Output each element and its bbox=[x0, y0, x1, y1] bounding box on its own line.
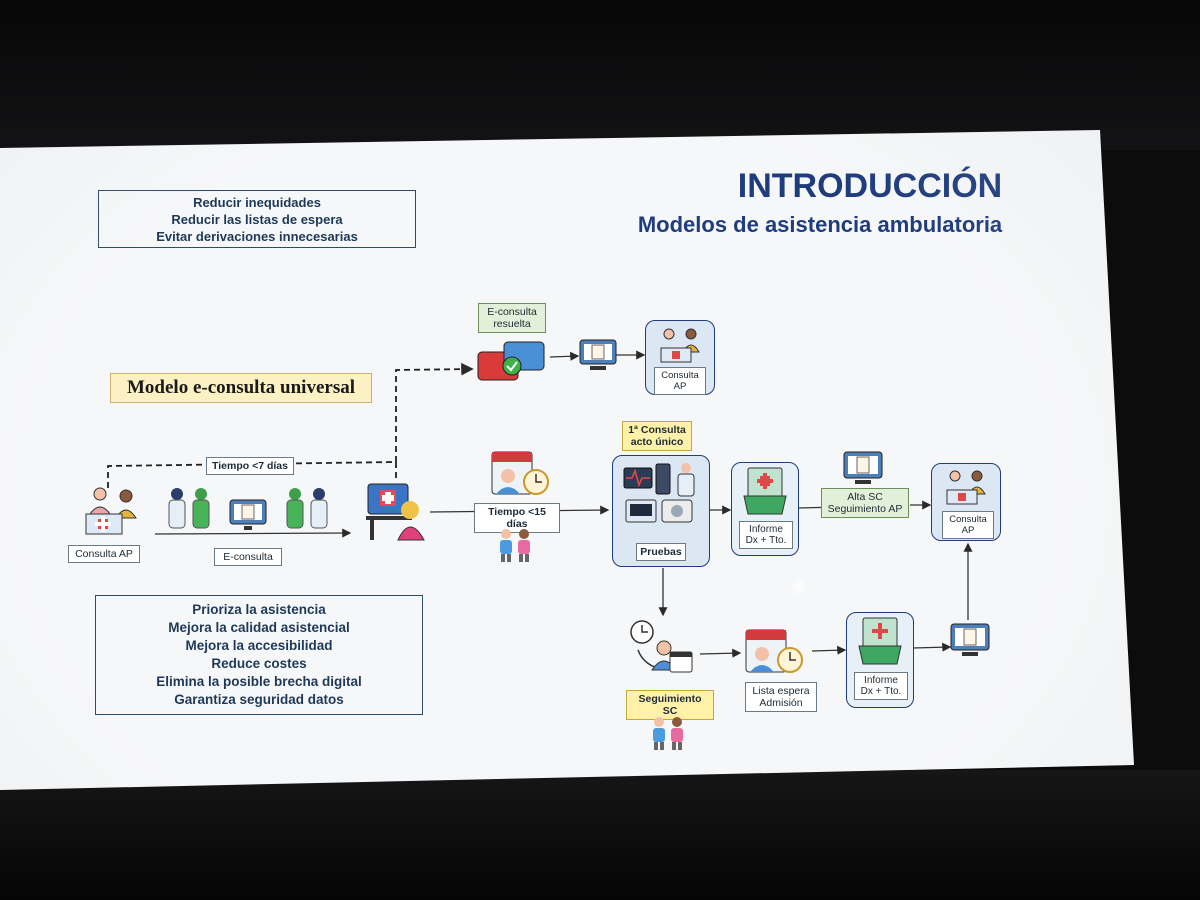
model-label: Modelo e-consulta universal bbox=[110, 373, 372, 403]
medical-report-icon bbox=[857, 616, 903, 666]
screen-glare bbox=[790, 578, 808, 596]
benefit-item: Mejora la calidad asistencial bbox=[168, 619, 350, 637]
benefit-item: Prioriza la asistencia bbox=[192, 601, 326, 619]
computer-document-icon bbox=[949, 620, 991, 660]
objective-item: Reducir inequidades bbox=[193, 194, 321, 211]
primera-consulta-line: 1ª Consulta bbox=[626, 424, 688, 436]
objective-item: Evitar derivaciones innecesarias bbox=[156, 228, 358, 245]
informe-1-line: Informe bbox=[743, 524, 789, 535]
medical-staff-icon bbox=[283, 486, 331, 532]
tiempo-7-label: Tiempo <7 días bbox=[206, 457, 294, 475]
consulta-ap-top-line: AP bbox=[658, 381, 702, 392]
medical-tests-icon bbox=[620, 460, 704, 536]
calendar-clock-icon bbox=[488, 448, 552, 500]
follow-up-schedule-icon bbox=[628, 618, 700, 680]
calendar-clock-icon bbox=[742, 626, 806, 678]
resolved-chat-icon bbox=[476, 340, 548, 390]
primera-consulta-label: 1ª Consulta acto único bbox=[622, 421, 692, 451]
specialist-computer-icon bbox=[364, 480, 430, 544]
objective-item: Reducir las listas de espera bbox=[171, 211, 342, 228]
medical-report-icon bbox=[742, 466, 788, 516]
doctor-patient-desk-icon bbox=[657, 326, 703, 364]
benefit-item: Elimina la posible brecha digital bbox=[156, 673, 362, 691]
slide-subtitle: Modelos de asistencia ambulatoria bbox=[600, 212, 1040, 238]
patients-icon bbox=[648, 716, 688, 752]
doctor-patient-desk-icon bbox=[82, 484, 140, 538]
consulta-ap-start-label: Consulta AP bbox=[68, 545, 140, 563]
benefit-item: Mejora la accesibilidad bbox=[185, 637, 332, 655]
consulta-ap-right-line: Consulta bbox=[946, 514, 990, 525]
e-consulta-resuelta-line: resuelta bbox=[482, 318, 542, 330]
consulta-ap-right-line: AP bbox=[946, 525, 990, 536]
benefits-box: Prioriza la asistencia Mejora la calidad… bbox=[95, 595, 423, 715]
informe-1-line: Dx + Tto. bbox=[743, 535, 789, 546]
slide-title: INTRODUCCIÓN bbox=[700, 167, 1040, 206]
objectives-box: Reducir inequidades Reducir las listas d… bbox=[98, 190, 416, 248]
alta-sc-line: Alta SC bbox=[825, 491, 905, 503]
alta-sc-label: Alta SC Seguimiento AP bbox=[821, 488, 909, 518]
lista-espera-line: Lista espera bbox=[749, 685, 813, 697]
consulta-ap-top-label: Consulta AP bbox=[654, 367, 706, 395]
lista-espera-label: Lista espera Admisión bbox=[745, 682, 817, 712]
consulta-ap-top-line: Consulta bbox=[658, 370, 702, 381]
computer-document-icon bbox=[578, 336, 618, 374]
e-consulta-resuelta-label: E-consulta resuelta bbox=[478, 303, 546, 333]
informe-1-label: Informe Dx + Tto. bbox=[739, 521, 793, 549]
alta-sc-line: Seguimiento AP bbox=[825, 503, 905, 515]
primera-consulta-line: acto único bbox=[626, 436, 688, 448]
patients-icon bbox=[495, 528, 535, 564]
medical-staff-icon bbox=[165, 486, 213, 532]
consulta-ap-right-label: Consulta AP bbox=[942, 511, 994, 539]
pruebas-label: Pruebas bbox=[636, 543, 686, 561]
e-consulta-resuelta-line: E-consulta bbox=[482, 306, 542, 318]
benefit-item: Garantiza seguridad datos bbox=[174, 691, 344, 709]
e-consulta-label: E-consulta bbox=[214, 548, 282, 566]
lista-espera-line: Admisión bbox=[749, 697, 813, 709]
doctor-patient-desk-icon bbox=[943, 468, 989, 508]
informe-2-line: Dx + Tto. bbox=[858, 686, 904, 697]
informe-2-line: Informe bbox=[858, 675, 904, 686]
computer-document-icon bbox=[228, 496, 268, 532]
benefit-item: Reduce costes bbox=[211, 655, 306, 673]
informe-2-label: Informe Dx + Tto. bbox=[854, 672, 908, 700]
computer-document-icon bbox=[842, 448, 884, 488]
